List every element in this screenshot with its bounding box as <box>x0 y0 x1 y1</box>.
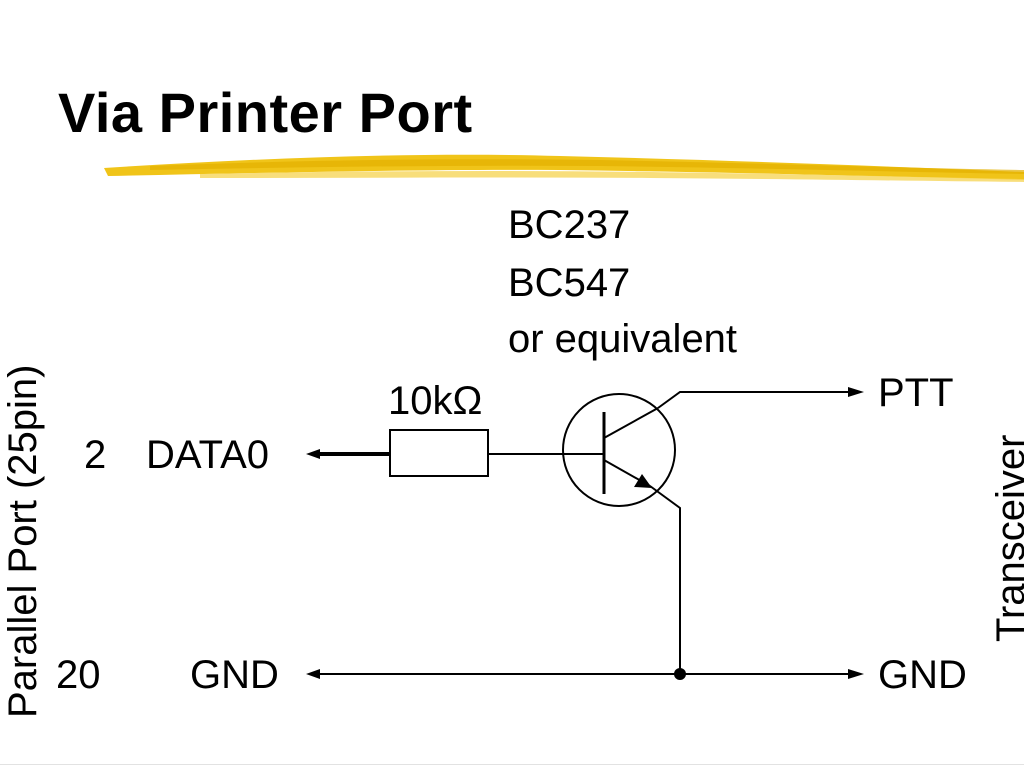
wires <box>312 391 850 675</box>
transistor-model-1: BC237 <box>508 203 630 247</box>
highlighter-stroke <box>104 154 1024 182</box>
terminal-arrow-data0 <box>306 449 320 459</box>
pin-number-gnd: 20 <box>56 653 101 697</box>
terminal-arrow-gnd-right <box>848 669 864 679</box>
terminal-arrow-gnd-left <box>306 669 320 679</box>
transistor-model-2: BC547 <box>508 261 630 305</box>
terminal-ptt-label: PTT <box>878 371 954 415</box>
right-connector-label: Transceiver <box>989 435 1024 642</box>
terminals <box>306 387 864 680</box>
resistor-label: 10kΩ <box>388 379 482 423</box>
wire-collector-ptt <box>657 391 850 409</box>
pin-name-data0: DATA0 <box>146 433 269 477</box>
emitter-arrow <box>634 474 652 488</box>
terminal-arrow-ptt <box>848 387 864 397</box>
slide-title: Via Printer Port <box>58 81 473 144</box>
resistor <box>389 429 489 477</box>
terminal-gnd-label: GND <box>878 653 967 697</box>
left-connector-label: Parallel Port (25pin) <box>1 365 45 719</box>
transistor <box>562 393 676 507</box>
pin-number-data0: 2 <box>84 433 106 477</box>
transistor-model-3: or equivalent <box>508 317 737 361</box>
transistor-collector <box>603 407 659 439</box>
pin-name-gnd: GND <box>190 653 279 697</box>
ground-junction-dot <box>674 668 686 680</box>
wire-emitter-gnd <box>649 485 681 674</box>
footer-divider <box>0 764 1024 765</box>
transistor-body <box>562 393 676 507</box>
